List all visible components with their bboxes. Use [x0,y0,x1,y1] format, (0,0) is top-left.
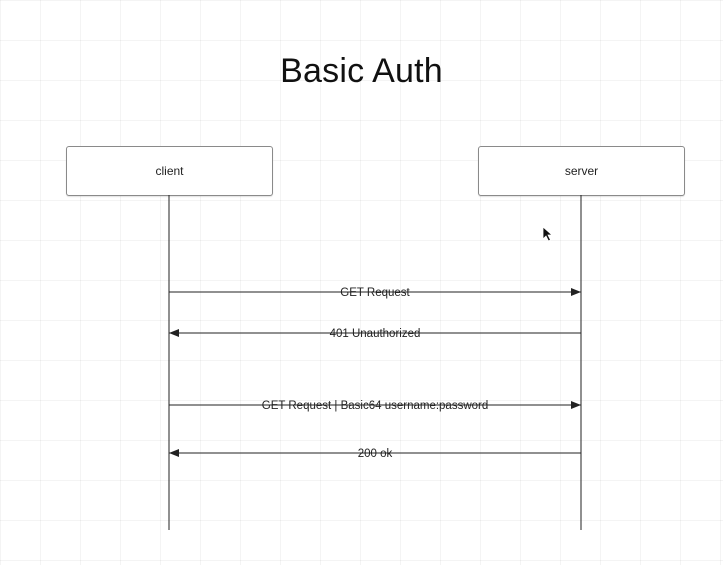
actor-server-box[interactable]: server [478,146,685,196]
mouse-pointer-icon [542,226,554,242]
message-label: GET Request | Basic64 username:password [262,400,489,412]
message-label: GET Request [340,287,410,299]
actor-client-box[interactable]: client [66,146,273,196]
actor-client-label: client [155,164,184,178]
message-label: 200 ok [358,448,393,460]
actor-server-label: server [564,164,599,178]
diagram-title: Basic Auth [280,52,443,90]
message-label: 401 Unauthorized [330,328,421,340]
